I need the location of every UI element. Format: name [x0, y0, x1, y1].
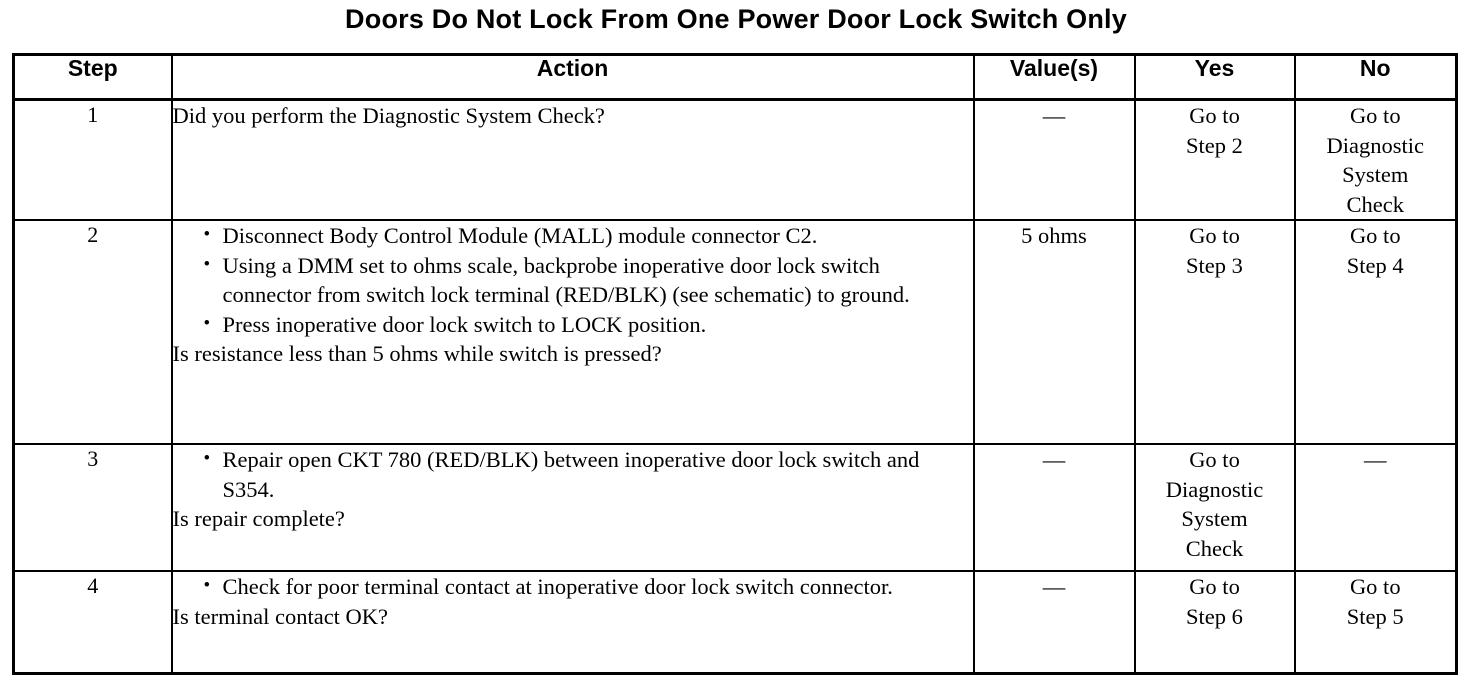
column-header-action: Action — [170, 53, 975, 101]
table-row: 3 Repair open CKT 780 (RED/BLK) between i… — [12, 443, 1458, 572]
action-question: Did you perform the Diagnostic System Ch… — [172, 103, 605, 128]
action-bullet: Disconnect Body Control Module (MALL) mo… — [201, 220, 973, 251]
action-bullet-list: Check for poor terminal contact at inope… — [173, 571, 973, 602]
action-question: Is repair complete? — [172, 506, 345, 531]
cell-action: Repair open CKT 780 (RED/BLK) between in… — [170, 443, 975, 572]
table-header-row: Step Action Value(s) Yes No — [12, 53, 1458, 101]
action-bullet-list: Repair open CKT 780 (RED/BLK) between in… — [173, 444, 973, 504]
cell-value: — — [972, 443, 1136, 572]
table-row: 2 Disconnect Body Control Module (MALL) m… — [12, 219, 1458, 445]
action-bullet: Repair open CKT 780 (RED/BLK) between in… — [201, 444, 973, 504]
column-header-value: Value(s) — [972, 53, 1136, 101]
cell-step: 4 — [12, 570, 173, 675]
page-title: Doors Do Not Lock From One Power Door Lo… — [345, 4, 1127, 34]
cell-value: — — [972, 570, 1136, 675]
action-bullet: Press inoperative door lock switch to LO… — [201, 309, 973, 340]
cell-action: Did you perform the Diagnostic System Ch… — [170, 98, 975, 221]
cell-value: 5 ohms — [972, 219, 1136, 445]
column-header-yes: Yes — [1133, 53, 1296, 101]
cell-step: 3 — [12, 443, 173, 572]
table-header: Step Action Value(s) Yes No — [12, 53, 1458, 101]
cell-step: 1 — [12, 98, 173, 221]
action-bullet: Check for poor terminal contact at inope… — [201, 571, 973, 602]
cell-action: Check for poor terminal contact at inope… — [170, 570, 975, 675]
cell-value: — — [972, 98, 1136, 221]
cell-step: 2 — [12, 219, 173, 445]
cell-action: Disconnect Body Control Module (MALL) mo… — [170, 219, 975, 445]
action-bullet: Using a DMM set to ohms scale, backprobe… — [201, 250, 973, 310]
action-bullet-list: Disconnect Body Control Module (MALL) mo… — [173, 220, 973, 340]
action-question: Is terminal contact OK? — [172, 603, 389, 629]
action-question: Is resistance less than 5 ohms while swi… — [172, 341, 662, 366]
column-header-no: No — [1293, 53, 1458, 101]
table-row: 4 Check for poor terminal contact at inop… — [12, 570, 1458, 675]
cell-no: — — [1293, 443, 1458, 572]
column-header-step: Step — [12, 53, 173, 101]
